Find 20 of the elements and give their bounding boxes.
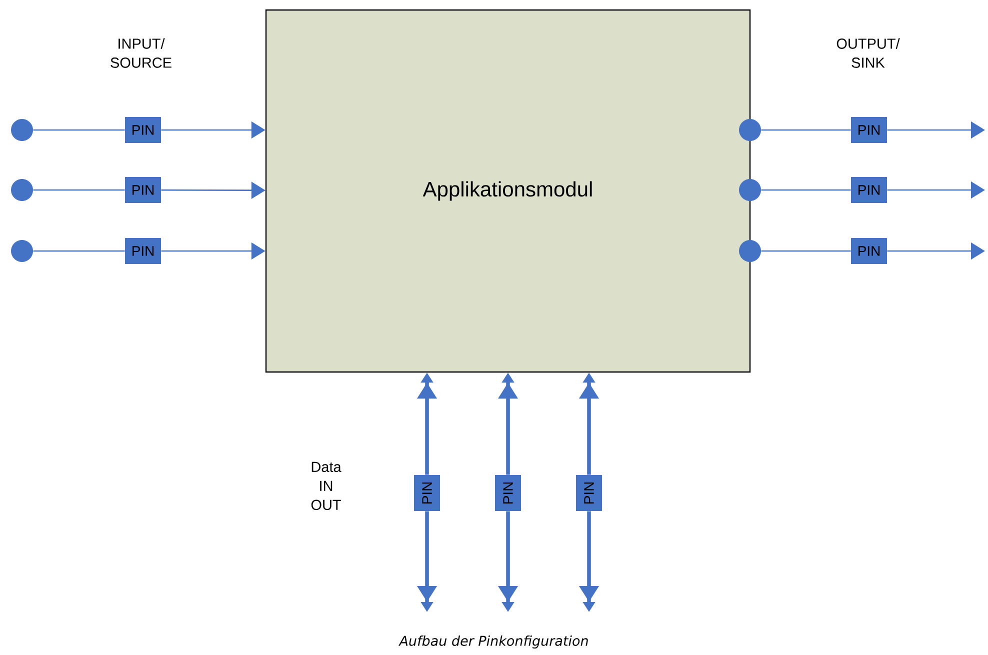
pin-box: PIN [495, 475, 521, 511]
pin-box: PIN [125, 117, 161, 143]
pin-box: PIN [851, 238, 887, 264]
pin-box: PIN [851, 117, 887, 143]
side-label: Data IN OUT [311, 462, 342, 510]
pin-dot [739, 240, 761, 262]
side-label: OUTPUT/ SINK [836, 38, 900, 68]
side-label: INPUT/ SOURCE [110, 38, 172, 68]
pin-box: PIN [851, 177, 887, 203]
pin-dot [11, 240, 33, 262]
pin-dot [739, 179, 761, 201]
pin-dot [11, 179, 33, 201]
pin-box: PIN [125, 238, 161, 264]
pin-dot [739, 119, 761, 141]
pin-box: PIN [414, 475, 440, 511]
pin-box: PIN [125, 177, 161, 203]
pin-dot [11, 119, 33, 141]
pin-box: PIN [576, 475, 602, 511]
caption: Aufbau der Pinkonfiguration [398, 635, 588, 649]
module-box: Applikationsmodul [265, 9, 751, 373]
